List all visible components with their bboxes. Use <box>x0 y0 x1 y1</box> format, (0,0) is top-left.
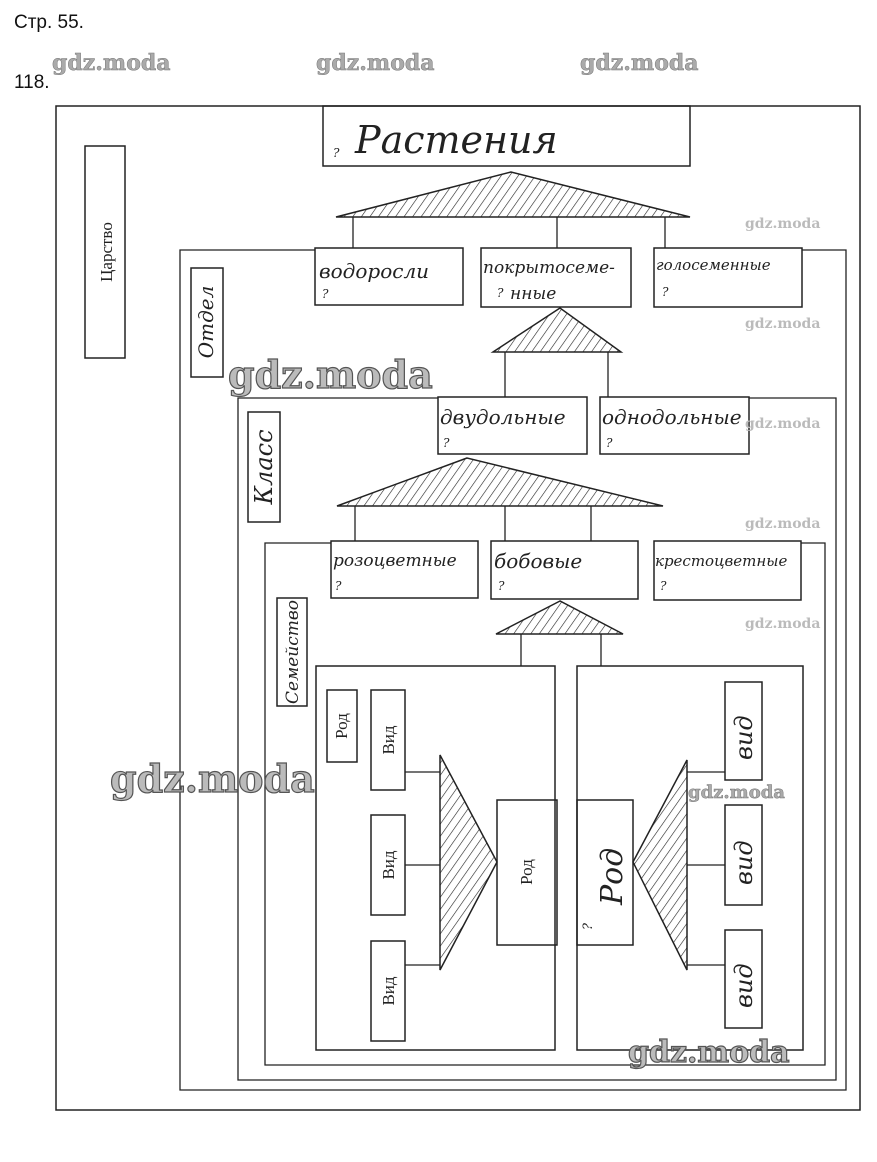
question-mark: ? <box>322 287 329 301</box>
species-label: вид <box>730 963 758 1008</box>
family-box-legumes <box>490 540 639 600</box>
class-label-box <box>247 411 281 523</box>
class-frame <box>237 397 837 1081</box>
family-item: бобовые <box>494 549 582 573</box>
species-label: Вид <box>379 725 398 754</box>
task-number: 118. <box>14 72 50 93</box>
family-triangle <box>495 600 624 635</box>
species-box <box>724 681 763 781</box>
genus-left-box <box>496 799 558 946</box>
question-mark: ? <box>660 579 667 593</box>
kingdom-triangle <box>335 171 691 218</box>
genus-right-box <box>576 799 634 946</box>
family-frame <box>264 542 826 1066</box>
family-box-cruciferae <box>653 540 802 601</box>
question-mark: ? <box>333 146 340 160</box>
question-mark: ? <box>498 579 505 593</box>
genus-left-frame <box>315 665 556 1051</box>
species-label: вид <box>730 715 758 760</box>
genus-label: Род <box>332 713 351 739</box>
species-label: Вид <box>379 976 398 1005</box>
watermark: gdz.moda <box>745 216 820 232</box>
watermark: gdz.moda <box>745 616 820 632</box>
class-box-dicots <box>437 396 588 455</box>
watermark: gdz.moda <box>745 316 820 332</box>
genus-box-label: Род <box>517 859 536 885</box>
family-item: розоцветные <box>333 551 457 571</box>
division-box-gymnosperms <box>653 247 803 308</box>
division-box-algae <box>314 247 464 306</box>
question-mark: ? <box>335 579 342 593</box>
watermark: gdz.moda <box>745 416 820 432</box>
division-item: голосеменные <box>656 256 771 274</box>
kingdom-answer: Растения <box>354 118 558 162</box>
kingdom-label: Царство <box>97 222 116 282</box>
kingdom-label-box <box>84 145 126 359</box>
watermark: gdz.moda <box>228 352 433 397</box>
division-item: нные <box>510 284 556 304</box>
family-item: крестоцветные <box>655 552 787 570</box>
class-triangle <box>336 457 664 507</box>
class-item: двудольные <box>440 405 566 429</box>
watermark: gdz.moda <box>628 1035 790 1070</box>
watermark: gdz.moda <box>316 50 435 76</box>
watermark: gdz.moda <box>52 50 171 76</box>
question-mark: ? <box>662 285 669 299</box>
genus-label-box <box>326 689 358 763</box>
division-triangle <box>490 307 624 353</box>
species-box <box>724 929 763 1029</box>
family-box-rosaceae <box>330 540 479 599</box>
division-frame <box>179 249 847 1091</box>
species-label: вид <box>730 840 758 885</box>
class-label: Класс <box>250 429 278 505</box>
watermark: gdz.moda <box>688 782 785 803</box>
genus-box-label: Род <box>595 848 630 906</box>
division-item: водоросли <box>319 259 429 283</box>
watermark: gdz.moda <box>745 516 820 532</box>
question-mark: ? <box>497 286 504 300</box>
division-label-box <box>190 267 224 378</box>
class-item: однодольные <box>602 405 742 429</box>
watermark: gdz.moda <box>580 50 699 76</box>
species-box <box>370 940 406 1042</box>
family-label: Семейство <box>283 600 303 704</box>
family-label-box <box>276 597 308 707</box>
question-mark: ? <box>606 436 613 450</box>
kingdom-answer-box <box>322 105 691 167</box>
species-label: Вид <box>379 850 398 879</box>
watermark: gdz.moda <box>110 756 315 801</box>
genus-right-triangle <box>632 759 688 971</box>
division-box-angiosperms <box>480 247 632 308</box>
question-mark: ? <box>581 922 596 930</box>
question-mark: ? <box>443 436 450 450</box>
page-number: Стр. 55. <box>14 12 84 33</box>
class-box-monocots <box>599 396 750 455</box>
genus-left-triangle <box>439 754 498 971</box>
species-box <box>370 689 406 791</box>
division-item: покрытосеме- <box>483 258 615 278</box>
species-box <box>724 804 763 906</box>
division-label: Отдел <box>194 286 218 359</box>
